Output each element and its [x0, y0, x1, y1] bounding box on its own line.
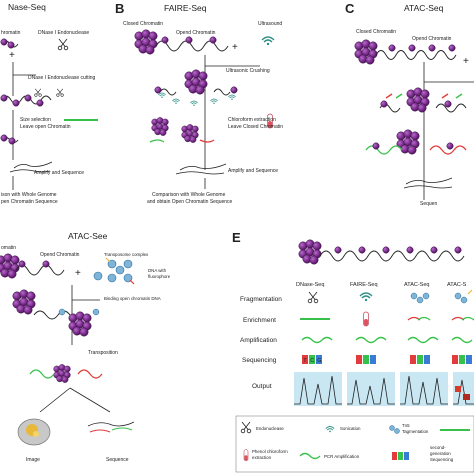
panel-a-enzyme-label: DNase I Endonuclease	[38, 30, 89, 36]
pcr-wave	[301, 336, 473, 344]
legend-endonuclease: Endonuclease	[256, 426, 284, 431]
panel-b-title: FAIRE-Seq	[164, 3, 207, 13]
row-output: Output	[252, 383, 272, 390]
sequence-fragments	[87, 421, 135, 433]
panel-b-crush-label: Ultrasonic Crushing	[226, 68, 270, 74]
panel-c-letter: C	[345, 1, 355, 16]
panel-b-amp-label: Amplify and Sequence	[228, 168, 278, 174]
ultrasound-icon	[261, 36, 275, 46]
panel-a-compare-2: pen Chromatin Sequence	[1, 199, 58, 205]
row-fragmentation: Fragmentation	[240, 296, 282, 303]
panel-a-title: Nase-Seq	[8, 2, 46, 12]
panel-d: ATAC-See omatin Opend Chromatin Transpos…	[0, 231, 171, 463]
panel-a-closed-label: hromatin	[1, 30, 21, 36]
svg-text:G: G	[317, 358, 321, 364]
legend-pcr: PCR Amplification	[324, 454, 360, 459]
svg-text:+: +	[232, 42, 238, 53]
panel-b-closed-label: Closed Chromatin	[123, 21, 163, 27]
tn5-fluor-icon	[454, 289, 473, 304]
sonication-icon	[359, 292, 373, 302]
panel-d-title: ATAC-See	[68, 231, 108, 241]
panel-c-open-label: Opend Chromatin	[412, 36, 452, 42]
legend-ngs-1: second-	[430, 445, 446, 450]
panel-e-legend: Endonuclease Sonication Tn5 Tagmentation…	[235, 415, 474, 473]
tn5-icon	[410, 292, 430, 304]
panel-b: B FAIRE-Seq Closed Chromatin Opend Chrom…	[115, 1, 283, 205]
panel-b-open-label: Opend Chromatin	[176, 30, 216, 36]
tube-icon	[363, 311, 369, 327]
panel-a-amp-label: Amplify and Sequence	[34, 170, 84, 176]
tube-icon	[243, 449, 249, 462]
panel-a: Nase-Seq hromatin DNase I Endonuclease +…	[0, 2, 98, 205]
panel-b-chloroform-1: Chloroform extraction	[228, 117, 276, 123]
col-atac: ATAC-Seq	[404, 282, 429, 288]
svg-text:+: +	[463, 56, 469, 67]
panel-c-closed-label: Closed Chromatin	[356, 29, 396, 35]
panel-d-fluor-1: DNA with	[148, 268, 167, 273]
panel-c: C ATAC-Seq Closed Chromatin Opend Chroma…	[345, 1, 474, 207]
legend-ngs-2: generation	[430, 451, 451, 456]
svg-text:C: C	[310, 358, 314, 364]
panel-b-compare-2: and obtain Open Chromatin Sequence	[147, 199, 233, 205]
panel-d-image-label: Image	[26, 457, 40, 463]
svg-text:+: +	[75, 268, 81, 279]
row-sequencing: Sequencing	[242, 357, 277, 364]
panel-e-letter: E	[232, 230, 241, 245]
scissors-icon	[307, 291, 319, 304]
panel-a-compare-1: ison with Whole Genome	[1, 192, 57, 198]
panel-d-closed-label: omatin	[1, 245, 16, 251]
panel-e: E DNase-Seq FAIRE-Seq ATAC-Seq ATAC-S Fr…	[232, 230, 474, 473]
panel-d-open-label: Opend Chromatin	[40, 252, 80, 258]
panel-a-leave-label: Leave open Chromatin	[20, 124, 71, 130]
scissors-icon	[57, 38, 69, 51]
panel-c-seq-label: Sequen	[420, 201, 437, 207]
col-faire: FAIRE-Seq	[350, 282, 378, 288]
panel-b-compare-1: Comparison with Whole Genome	[152, 192, 226, 198]
legend-sonication: Sonication	[340, 426, 361, 431]
row-amplification: Amplification	[240, 337, 277, 344]
image-cell-icon	[17, 418, 51, 446]
panel-d-trans-label: Transposome complex	[104, 252, 149, 257]
panel-c-title: ATAC-Seq	[404, 3, 444, 13]
closed-chromatin-cluster	[135, 30, 157, 54]
legend-tagmentation: Tagmentation	[402, 429, 429, 434]
panel-d-transposition-label: Transposition	[88, 350, 118, 356]
sequencing-bases: T C G	[302, 355, 472, 364]
panel-b-letter: B	[115, 1, 124, 16]
panel-b-ultrasound-label: Ultrasound	[258, 21, 282, 27]
output-tracks	[294, 372, 474, 406]
panel-d-bind-label: Binding open chromatin DNA	[104, 296, 161, 301]
panel-d-fluor-2: fluorophore	[148, 274, 171, 279]
legend-ngs-3: Sequencing	[430, 457, 454, 462]
panel-d-sequence-label: Sequence	[106, 457, 129, 463]
legend-tn5: Tn5	[402, 423, 410, 428]
row-enrichment: Enrichment	[243, 317, 276, 324]
svg-text:T: T	[303, 358, 307, 364]
legend-phenol-2: extraction	[252, 455, 272, 460]
svg-text:+: +	[9, 50, 15, 61]
transposome-complex	[93, 257, 135, 285]
col-atac-see: ATAC-S	[447, 282, 467, 288]
panel-a-cut-label: DNase I Endonuclease cutting	[28, 75, 95, 81]
col-dnase: DNase-Seq	[296, 282, 324, 288]
panel-a-size-label: Size selection	[20, 117, 51, 123]
panel-b-chloroform-2: Leave Closed Chromatin	[228, 124, 283, 130]
legend-phenol-1: Phenol chloroform	[252, 449, 288, 454]
